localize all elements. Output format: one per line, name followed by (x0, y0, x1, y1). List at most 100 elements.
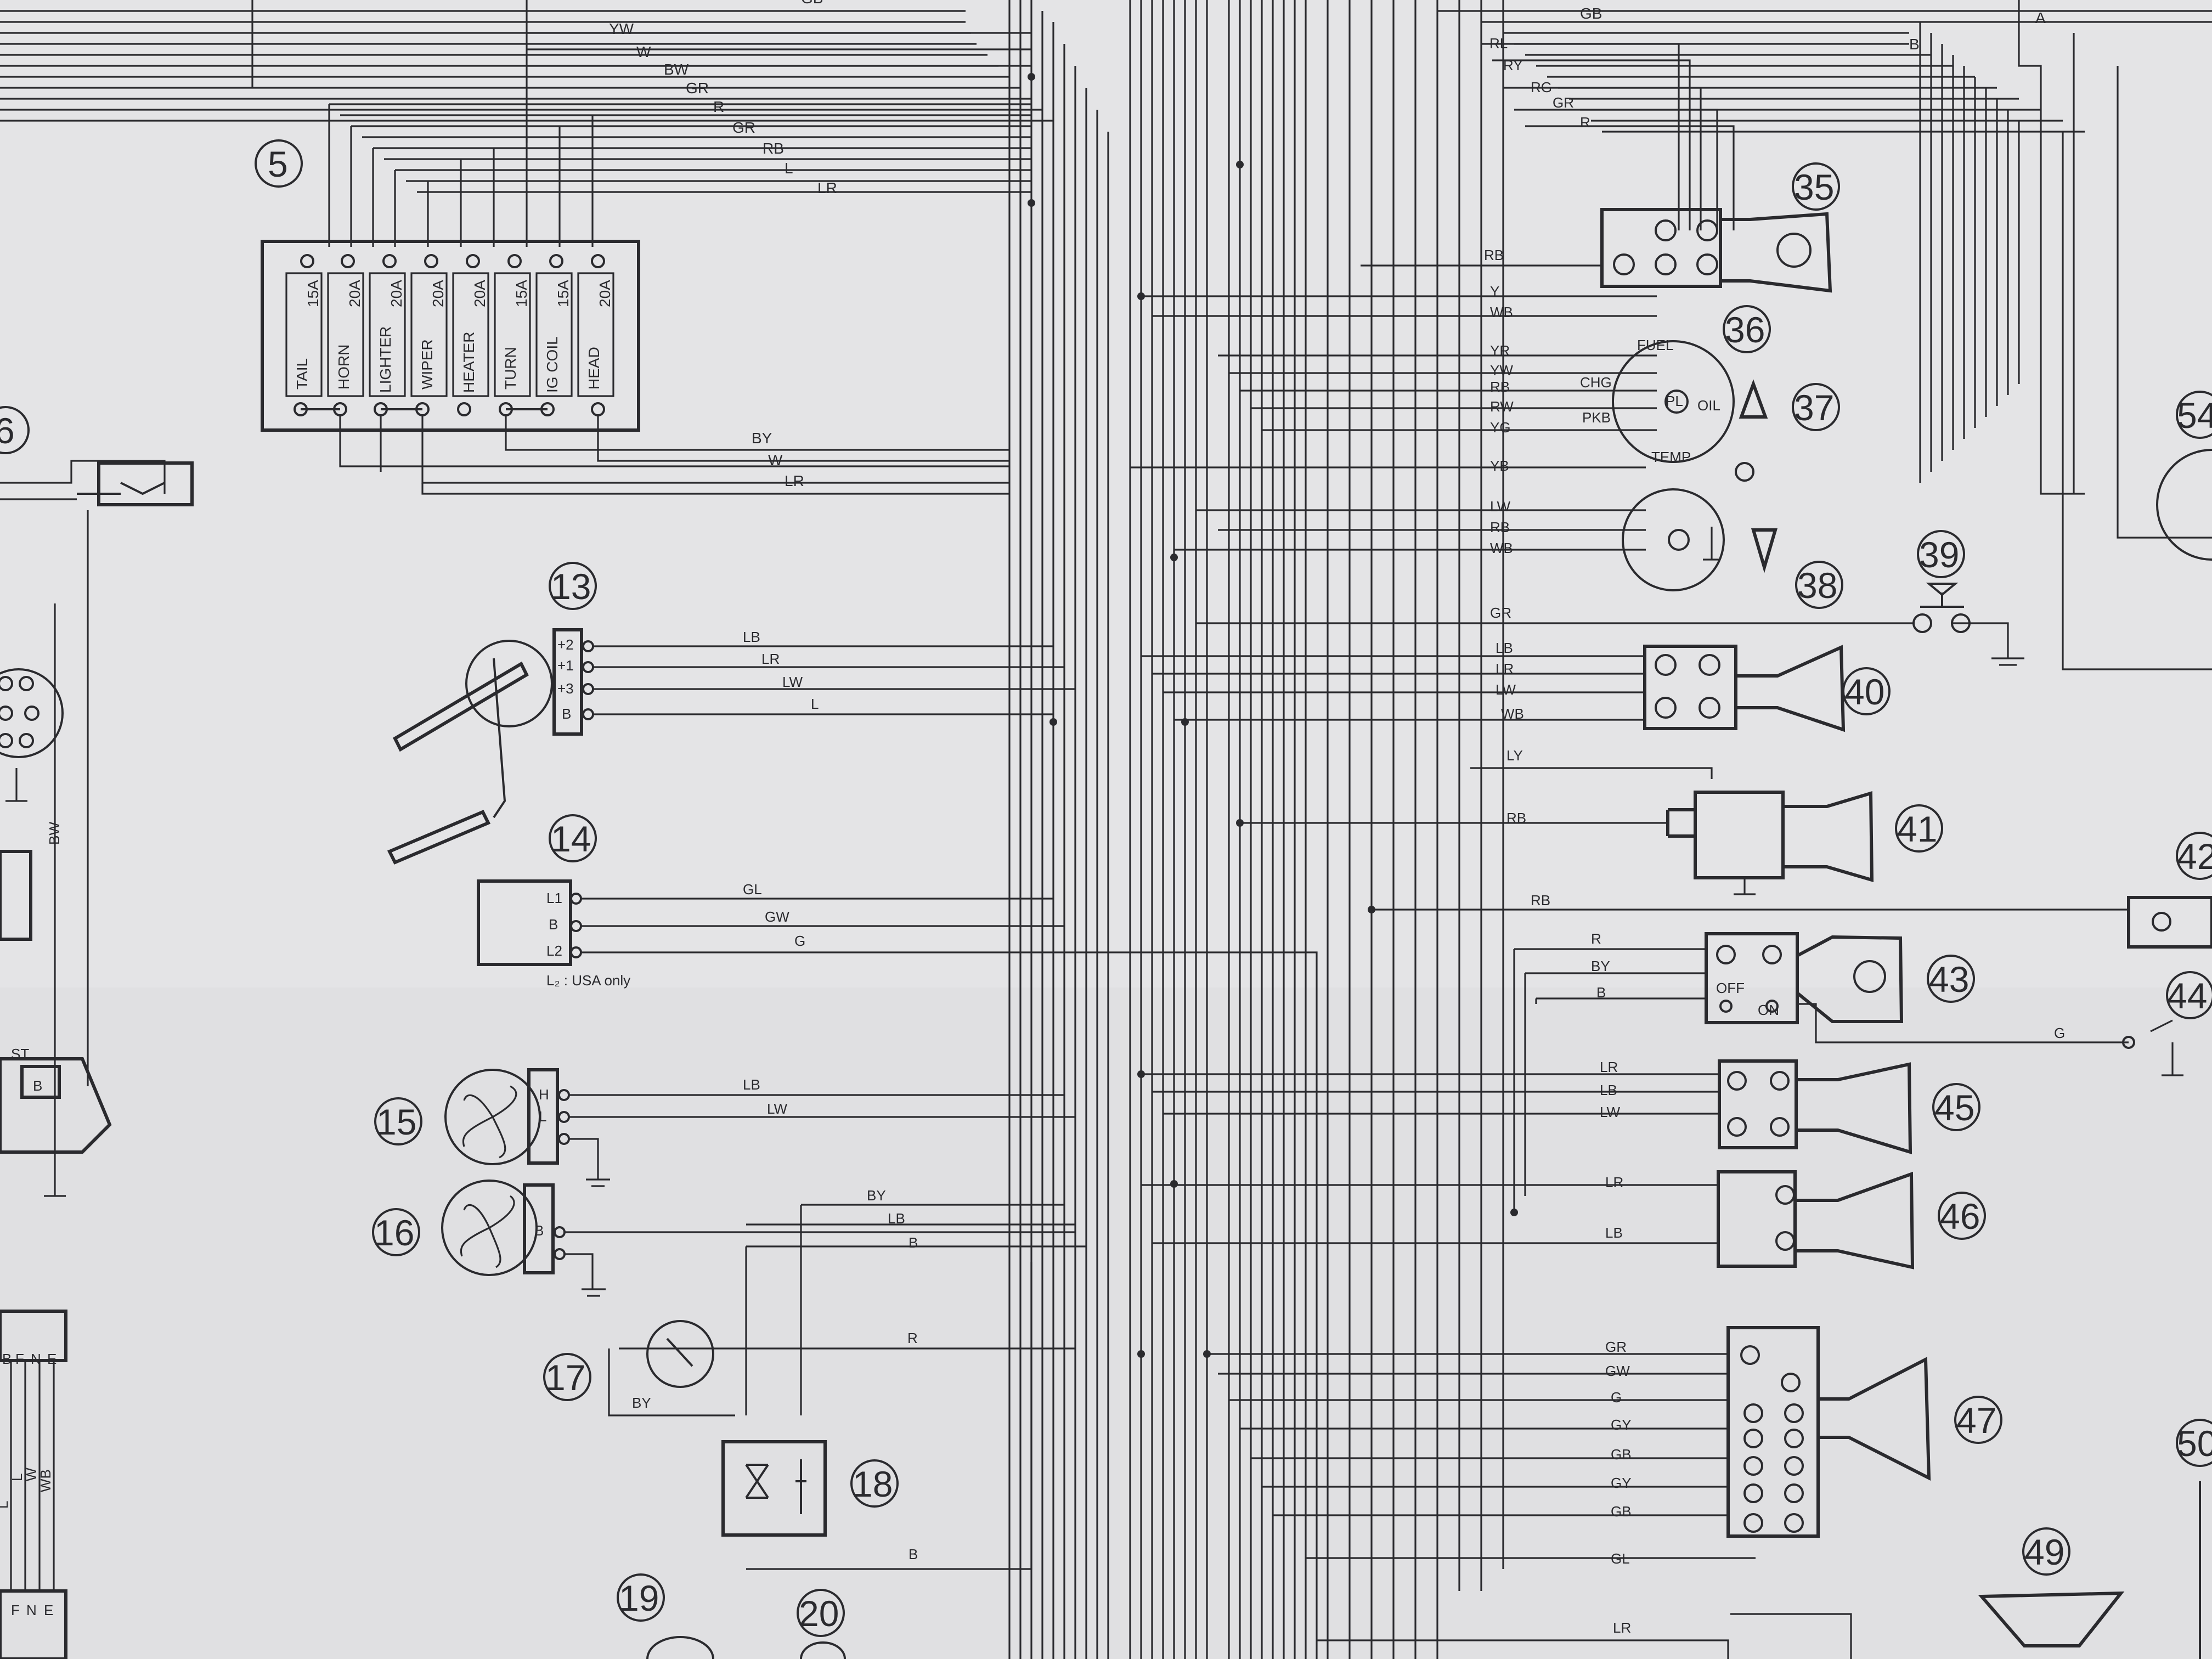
component-number-15: 15 (376, 1102, 416, 1142)
wire-label-lr-45: LR (1600, 1059, 1618, 1075)
wire-label-lr-49: LR (1613, 1620, 1631, 1636)
wire-label-lb-13: LB (743, 629, 760, 645)
component-number-50: 50 (2177, 1423, 2212, 1464)
left-label-e: E (47, 1351, 57, 1367)
pin-label-l1: L1 (546, 890, 562, 906)
top-right-harness (1437, 0, 2212, 670)
left-label-n: N (31, 1351, 41, 1367)
wire-label-g-14: G (794, 933, 805, 949)
wire-label-lb-15: LB (743, 1076, 760, 1093)
wire-label-lb-16: LB (888, 1210, 905, 1227)
fuse-rating-lighter: 20A (388, 280, 405, 307)
wire-label-r-17: R (907, 1330, 918, 1346)
wire-label-rb-35: RB (1484, 247, 1504, 263)
wire-label-bw: BW (664, 61, 689, 78)
component-number-36: 36 (1725, 309, 1765, 350)
wire-label-lr-40: LR (1496, 661, 1514, 677)
fuse-name-wiper: WIPER (419, 339, 436, 390)
pin-label-b-13: B (562, 706, 571, 722)
component-number-43: 43 (1929, 959, 1969, 1000)
wire-label-lw-38: LW (1490, 498, 1511, 515)
left-label-f-2: F (11, 1602, 20, 1618)
pin-label-b-16: B (534, 1222, 544, 1239)
pin-label-l-15: L (539, 1108, 546, 1125)
component-number-41: 41 (1897, 809, 1937, 849)
component-6: 6 (0, 406, 194, 1659)
fuse-rating-heater: 20A (471, 280, 488, 307)
component-number-14: 14 (551, 819, 591, 859)
left-label-f: F (15, 1351, 24, 1367)
pin-label-l2: L2 (546, 943, 562, 959)
wire-label-yw-37: YW (1490, 362, 1513, 379)
top-label-b: B (1909, 36, 1920, 53)
wire-label-yw: YW (609, 20, 634, 37)
wire-label-gy-47: GY (1611, 1417, 1632, 1433)
wire-label-lb-45: LB (1600, 1082, 1617, 1098)
paper-shade (0, 988, 2212, 1659)
component-number-circle (255, 139, 303, 188)
fuse-box-number: 5 (268, 144, 288, 184)
fuse-rating-head: 20A (596, 280, 613, 307)
wire-label-gr-35: GR (1553, 94, 1574, 111)
left-label-bw: BW (46, 822, 63, 845)
component-39: 39 (1196, 530, 2024, 666)
left-label-n-2: N (26, 1602, 37, 1618)
fuse-rating-ig-coil: 15A (555, 280, 572, 307)
component-13: 13 (387, 562, 1075, 865)
wire-label-gy-47-2: GY (1611, 1475, 1632, 1491)
component-number-54: 54 (2177, 395, 2212, 436)
relay-wires (608, 1204, 1086, 1570)
component-number-45: 45 (1934, 1087, 1974, 1128)
wire-label-gr-47: GR (1605, 1339, 1627, 1355)
component-number-49: 49 (2024, 1532, 2064, 1572)
component-19-20: 19 20 (617, 1573, 846, 1659)
wire-label-g-44: G (2054, 1025, 2065, 1041)
component-18: 18 (721, 1440, 899, 1537)
wire-label-l: L (785, 160, 793, 177)
component-number-42: 42 (2177, 836, 2212, 877)
wire-label-gb-47-2: GB (1611, 1503, 1632, 1520)
wire-label-g-47: G (1611, 1389, 1622, 1406)
component-number-18: 18 (853, 1464, 893, 1504)
fuse-name-heater: HEATER (460, 332, 477, 393)
fuse-cells (285, 272, 614, 397)
wire-label-by-43: BY (1591, 958, 1610, 974)
component-number-44: 44 (2167, 975, 2207, 1016)
wire-label-by: BY (752, 430, 772, 447)
wire-label-gl-14: GL (743, 881, 762, 898)
component-43: 43 44 (1513, 932, 2212, 1212)
component-number-13: 13 (551, 566, 591, 607)
component-47: 47 (1207, 1326, 2002, 1559)
wire-label-lr-13: LR (761, 651, 780, 667)
wire-label-gw-14: GW (765, 909, 789, 925)
wire-label-lr-out: LR (785, 472, 804, 489)
fuse-name-head: HEAD (585, 347, 602, 390)
gauge-label-temp: TEMP (1651, 449, 1691, 465)
fuse-box: 5 TAIL 15A HORN 20A LIGHTER (255, 139, 640, 432)
wire-label-yg: YG (1490, 419, 1511, 436)
pin-label-b-14: B (549, 916, 558, 933)
component-14: 14 (477, 814, 1318, 1659)
top-label-gb-2: GB (1580, 5, 1602, 22)
top-label-gb: GB (801, 0, 823, 7)
fuse-name-turn: TURN (502, 347, 519, 390)
wire-label-w: W (636, 43, 651, 60)
wire-label-by-17: BY (632, 1395, 651, 1411)
usa-only-note: L₂ : USA only (546, 972, 630, 989)
wire-label-yb: YB (1490, 458, 1509, 474)
fuse-output-wires (339, 415, 1009, 495)
top-left-harness (0, 0, 1053, 143)
component-42: 42 (1372, 832, 2212, 949)
gauge-label-fuel: FUEL (1637, 337, 1673, 353)
component-number-35: 35 (1794, 167, 1834, 207)
wire-label-b-43: B (1596, 984, 1606, 1001)
switch-label-on: ON (1758, 1002, 1779, 1018)
left-label-e-2: E (44, 1602, 53, 1618)
gauge-label-pkb: PKB (1582, 409, 1611, 426)
component-40: 40 (1141, 645, 1891, 732)
fuse-input-wires (328, 32, 1031, 247)
gauge-label-pl: PL (1666, 393, 1683, 409)
component-number-37: 37 (1794, 387, 1834, 428)
wire-label-wb-38: WB (1490, 540, 1513, 556)
wire-label-rw: RW (1490, 398, 1514, 415)
